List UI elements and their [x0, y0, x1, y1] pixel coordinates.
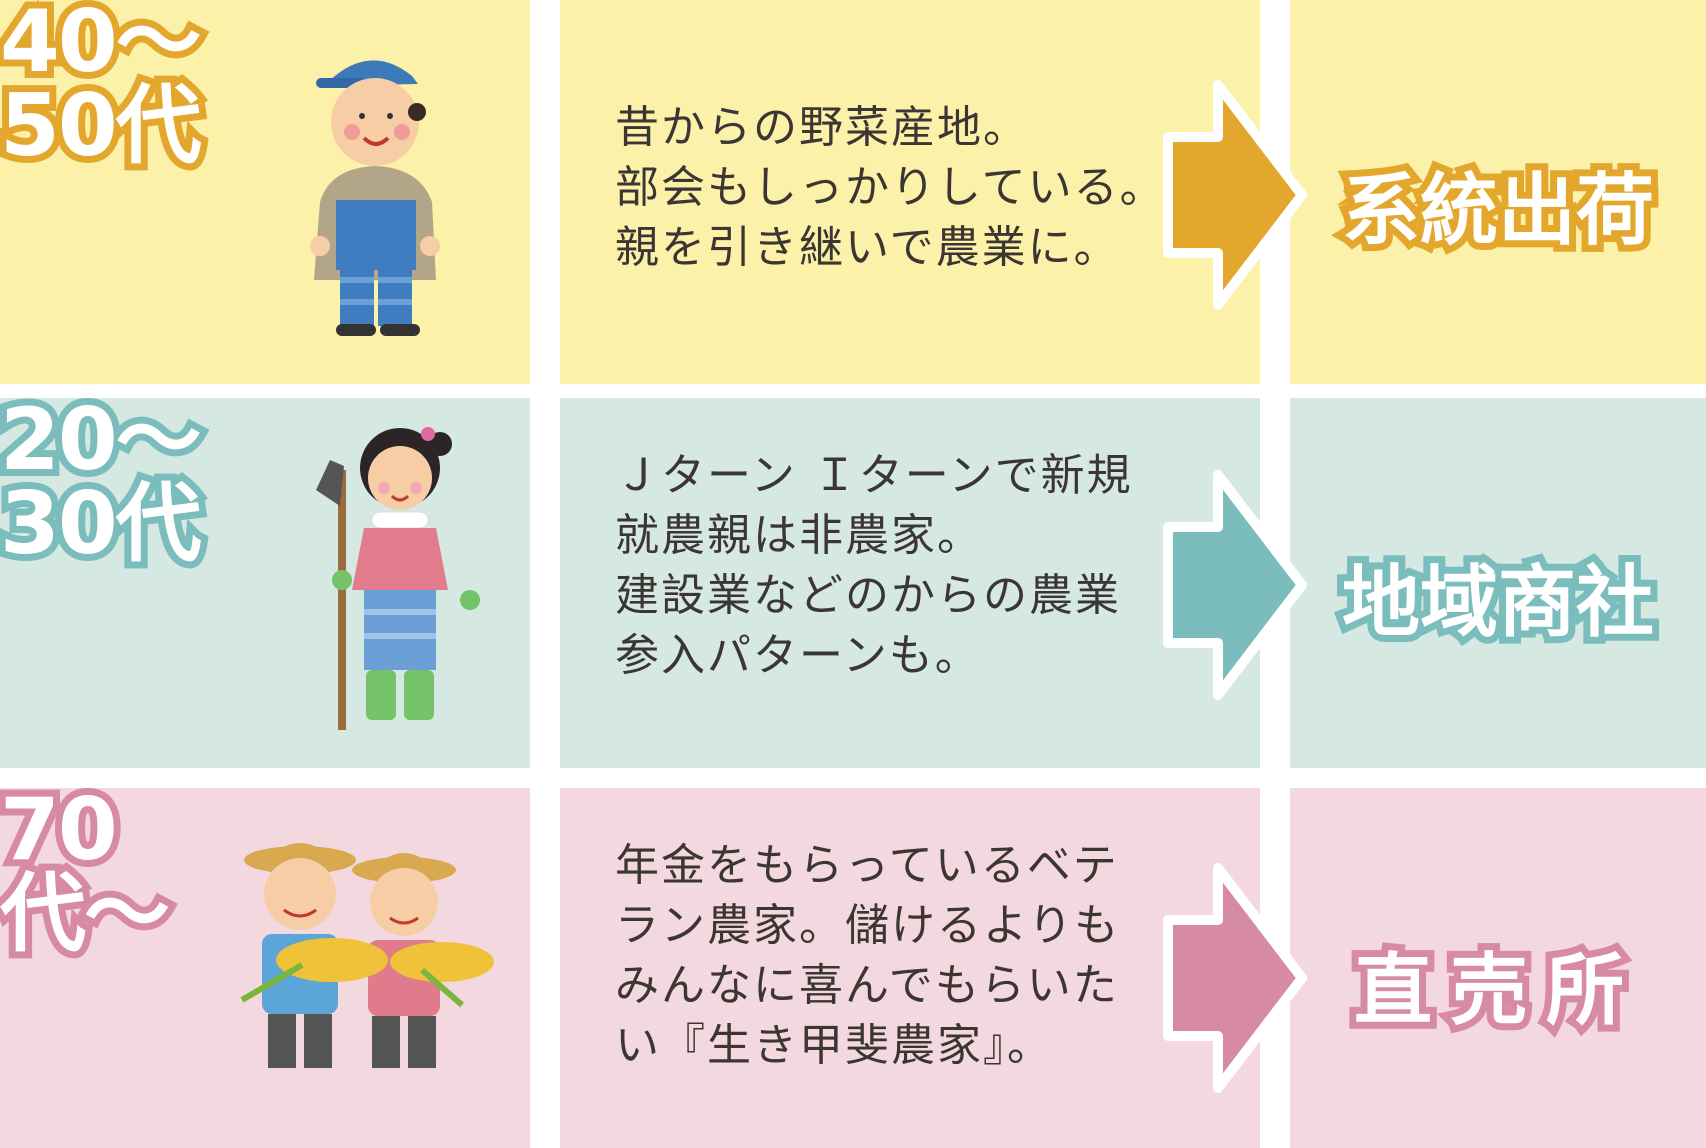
age-label-70: 70 代～ — [0, 780, 177, 964]
destination-cell-40-50 — [1290, 0, 1706, 384]
description-20-30: Ｊターン Ｉターンで新規 就農親は非農家。 建設業などのからの農業 参入パターン… — [615, 450, 1133, 681]
age-label-40-50: 40～ 50代 — [0, 0, 209, 176]
age-label-20-30: 20～ 30代 — [0, 390, 209, 574]
arrow-right-icon — [1163, 863, 1307, 1093]
destination-cell-20-30 — [1290, 398, 1706, 768]
description-40-50: 昔からの野菜産地。 部会もしっかりしている。 親を引き継いで農業に。 — [615, 102, 1166, 273]
description-70: 年金をもらっているベテ ラン農家。儲けるよりも みんなに喜んでもらいた い『生き… — [615, 840, 1121, 1071]
destination-label-20-30: 地域商社 — [1335, 551, 1661, 655]
farmer-woman-hoe-icon — [316, 427, 480, 730]
arrow-right-icon — [1163, 80, 1307, 310]
destination-label-70: 直売所 — [1347, 939, 1642, 1043]
description-cell-40-50 — [560, 0, 1260, 384]
description-cell-70 — [560, 788, 1260, 1148]
description-cell-20-30 — [560, 398, 1260, 768]
destination-cell-70 — [1290, 788, 1706, 1148]
destination-label-40-50: 系統出荷 — [1335, 159, 1661, 263]
farmer-man-icon — [310, 60, 440, 336]
age-cell-40-50 — [0, 0, 530, 384]
elderly-farmers-rice-icon — [240, 843, 494, 1068]
arrow-right-icon — [1163, 470, 1307, 700]
